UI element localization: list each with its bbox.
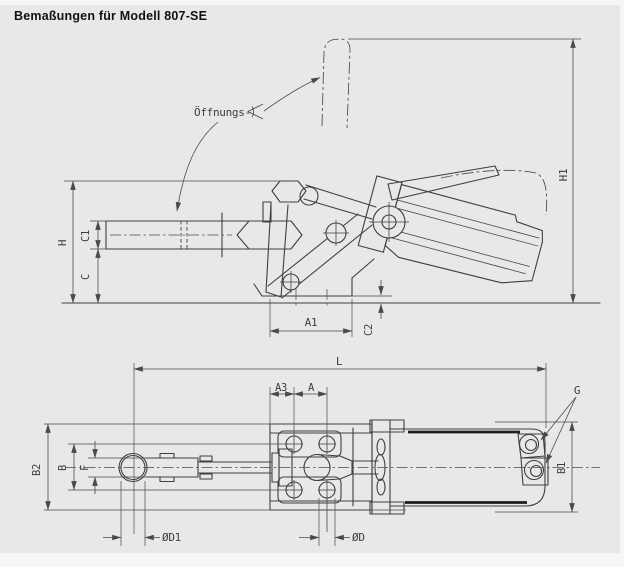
port-pad xyxy=(517,433,546,459)
dim-label-d1: ØD1 xyxy=(162,531,181,544)
dim-label-h: H xyxy=(56,240,69,246)
dim-label-c: C xyxy=(80,274,92,280)
drawing-panel xyxy=(0,5,620,553)
dim-label-h1: H1 xyxy=(557,169,570,182)
hand-lever-closed xyxy=(387,165,500,201)
tie-rod-end xyxy=(376,478,386,496)
toggle-mechanism xyxy=(253,180,409,306)
air-port xyxy=(518,433,540,455)
locknut xyxy=(199,455,213,462)
side-view-drawing: Öffnungs- H1 H C1 xyxy=(56,38,601,337)
dim-label-b2: B2 xyxy=(31,464,43,476)
air-port xyxy=(523,459,545,481)
handle-swing-phantom xyxy=(440,169,548,216)
cylinder-plan xyxy=(369,419,549,515)
dim-label-f: F xyxy=(79,465,91,471)
mounting-foot xyxy=(253,258,375,297)
spindle-hex xyxy=(236,220,303,250)
dim-label-d: ØD xyxy=(352,531,365,544)
dim-label-c2: C2 xyxy=(363,324,375,336)
dim-label-b: B xyxy=(57,465,69,471)
dim-label-a3: A3 xyxy=(275,382,287,394)
clamp-arm xyxy=(105,212,303,258)
page-title: Bemaßungen für Modell 807-SE xyxy=(14,9,208,23)
roller xyxy=(299,186,319,206)
dim-label-a1: A1 xyxy=(305,316,318,329)
port-pad xyxy=(520,457,549,486)
handle-open-phantom xyxy=(321,38,351,129)
opening-angle-annotation: Öffnungs- xyxy=(175,77,321,212)
dim-label-b1: B1 xyxy=(556,462,568,474)
leader-to-arm xyxy=(175,121,219,212)
leader-to-handle xyxy=(263,77,321,112)
plan-view-drawing: L A3 A B2 B F xyxy=(31,355,600,546)
side-view-dimensions: H1 H C1 C A1 C2 xyxy=(56,38,581,337)
dim-label-l: L xyxy=(336,355,343,368)
mounting-bracket-plan xyxy=(269,423,373,511)
opening-angle-icon xyxy=(247,103,264,120)
dim-label-g: G xyxy=(574,384,580,397)
tie-rod-end xyxy=(376,438,386,456)
opening-angle-label: Öffnungs- xyxy=(194,106,251,119)
dim-label-a: A xyxy=(308,382,315,394)
plan-view-dimensions: L A3 A B2 B F xyxy=(31,355,580,546)
dim-label-c1: C1 xyxy=(80,230,92,242)
